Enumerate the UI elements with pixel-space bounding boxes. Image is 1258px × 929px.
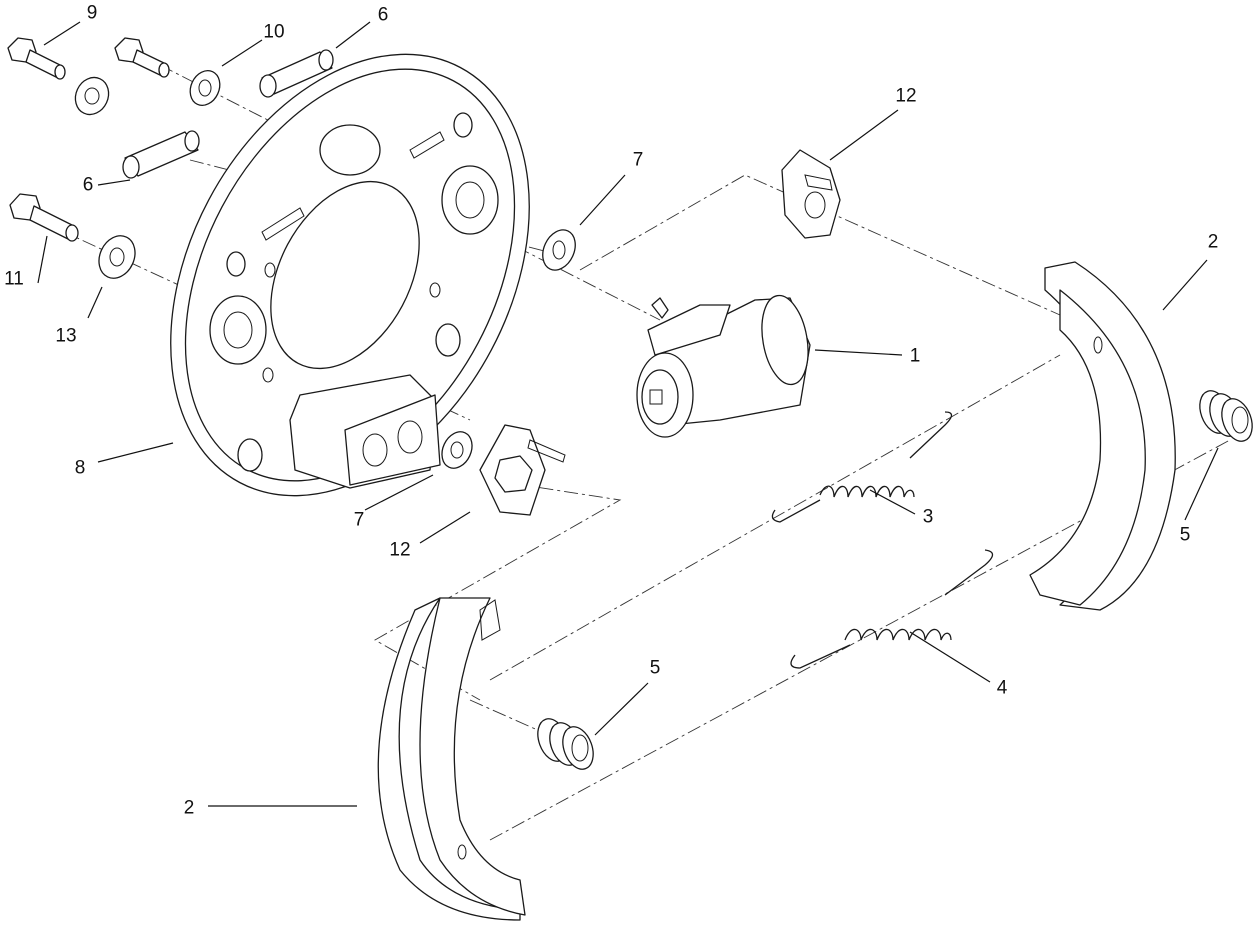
callout-2: 2 [1208,232,1219,253]
washer-13 [98,235,136,279]
retainer-5-left [537,718,594,770]
callout-2: 2 [184,798,195,819]
spring-4 [790,549,994,669]
bolt-11 [9,193,79,242]
callout-11: 11 [4,269,24,290]
callout-5: 5 [1180,525,1191,546]
washer-7-lower [441,431,473,469]
retainer-5-right [1199,390,1253,442]
callout-9: 9 [87,3,98,24]
backing-plate [170,53,530,497]
washer-7-upper [542,229,576,271]
callout-8: 8 [75,458,86,479]
spring-3 [771,411,953,523]
callout-7: 7 [633,150,644,171]
brake-shoe-left [377,597,526,921]
washer-10 [189,69,221,107]
wheel-cylinder [636,294,811,438]
leader-lines [37,21,1219,807]
bolt-9 [7,37,66,80]
callout-1: 1 [910,346,921,367]
callout-12: 12 [389,540,410,561]
callout-12: 12 [895,86,916,107]
callout-6: 6 [83,175,94,196]
bolt-upper [114,37,170,78]
callout-5: 5 [650,658,661,679]
pin-6-lower [122,130,200,179]
callout-4: 4 [997,678,1008,699]
callout-6: 6 [378,5,389,26]
callout-10: 10 [263,22,284,43]
washer-plain [74,76,110,116]
pin-6-upper [259,49,334,98]
brake-shoe-right [1029,261,1176,611]
adjuster-12-upper [781,149,841,239]
callout-3: 3 [923,507,934,528]
callout-13: 13 [55,326,76,347]
callout-labels: 9 10 6 6 11 13 8 7 12 7 12 1 2 3 5 4 5 2 [4,3,1218,819]
callout-7: 7 [354,510,365,531]
adjuster-12-lower [479,424,566,516]
